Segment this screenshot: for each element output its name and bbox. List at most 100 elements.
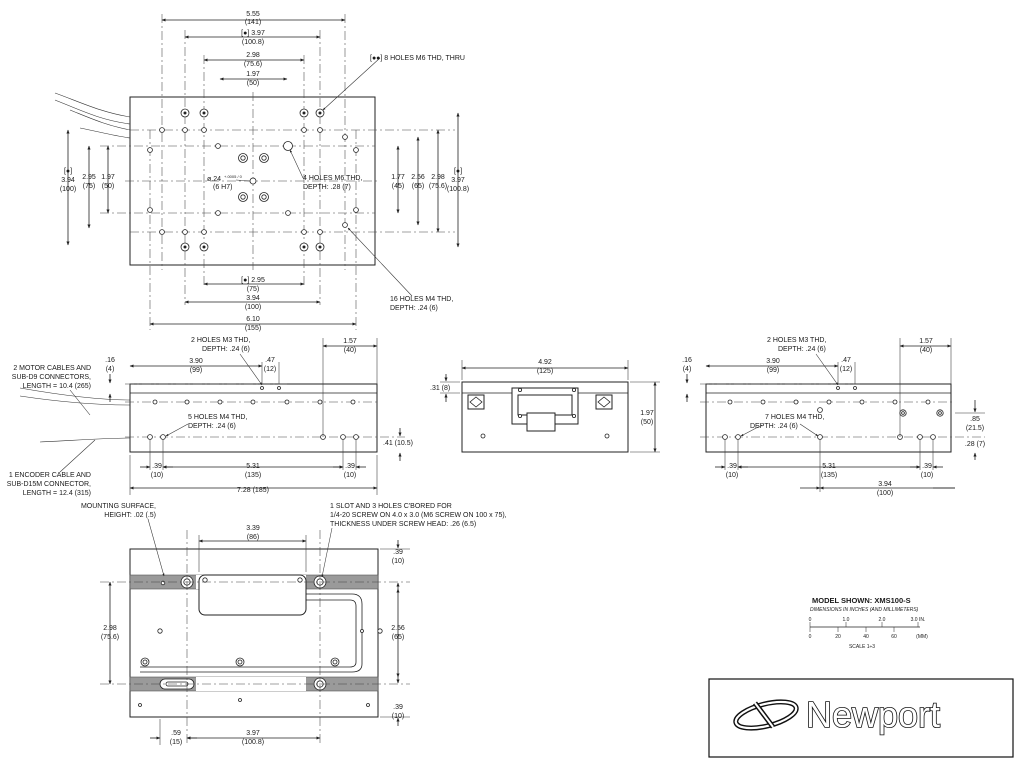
bot-339: 3.39 (246, 525, 260, 532)
side2-394-mm: (100) (877, 490, 893, 497)
dim-555: 5.55 (246, 11, 260, 18)
note-4-holes-2: DEPTH: .28 (7) (303, 184, 351, 191)
side-039a: .39 (152, 463, 162, 470)
side2-016-mm: (4) (683, 366, 692, 373)
right-397-sym: [●] (454, 168, 462, 175)
side2-390: 3.90 (766, 358, 780, 365)
side-531: 5.31 (246, 463, 260, 470)
right-298-mm: (75.6) (429, 183, 447, 190)
scale-mm-unit: (MM) (916, 634, 928, 640)
left-394-sym: [●] (64, 168, 72, 175)
end-492-mm: (125) (537, 368, 553, 375)
side2-7holes-1: 7 HOLES M4 THD, (765, 414, 824, 421)
scale-mm-40: 40 (863, 634, 869, 640)
bot-394: 3.94 (246, 295, 260, 302)
bot-256-mm: (65) (392, 634, 404, 641)
side-view-2: .16 (4) 2 HOLES M3 THD, DEPTH: .24 (6) 3… (682, 337, 985, 497)
bore-fit: (6 H7) (213, 184, 232, 191)
side2-047: .47 (841, 357, 851, 364)
dim-298: 2.98 (246, 52, 260, 59)
side-039b: .39 (345, 463, 355, 470)
scale-in-3: 3.0 IN. (911, 617, 926, 623)
note-8-holes: [●●] 8 HOLES M6 THD, THRU (370, 55, 465, 62)
scale-in-0: 0 (809, 617, 812, 623)
units-note: DIMENSIONS IN INCHES (AND MILLIMETERS) (810, 607, 919, 613)
side-157: 1.57 (343, 338, 357, 345)
left-295: 2.95 (82, 174, 96, 181)
side2-047-mm: (12) (840, 366, 852, 373)
bore-label: ø.24 (207, 176, 221, 183)
side2-531: 5.31 (822, 463, 836, 470)
dim-555-mm: (141) (245, 19, 261, 26)
right-256: 2.56 (411, 174, 425, 181)
right-298: 2.98 (431, 174, 445, 181)
bot-610-mm: (155) (245, 325, 261, 332)
side2-039a-mm: (10) (726, 472, 738, 479)
scale-in-1: 1.0 (843, 617, 850, 623)
stage-body-side-2 (705, 383, 952, 453)
end-197: 1.97 (640, 410, 654, 417)
left-394-mm: (100) (60, 186, 76, 193)
side-5holes-2: DEPTH: .24 (6) (188, 423, 236, 430)
left-394: 3.94 (61, 177, 75, 184)
end-492: 4.92 (538, 359, 552, 366)
side2-028: .28 (7) (965, 441, 985, 448)
scale-mm-20: 20 (835, 634, 841, 640)
encoder-cable-2: SUB-D15M CONNECTOR, (7, 481, 91, 488)
scale-ratio: SCALE 1÷3 (849, 644, 875, 650)
model-shown: MODEL SHOWN: XMS100-S (812, 596, 911, 605)
left-197: 1.97 (101, 174, 115, 181)
motor-cable-3: LENGTH = 10.4 (265) (23, 383, 91, 390)
end-031: .31 (8) (430, 385, 450, 392)
bot-039b: .39 (393, 704, 403, 711)
slot-note-1: 1 SLOT AND 3 HOLES C'BORED FOR (330, 503, 452, 510)
bot-339-mm: (86) (247, 534, 259, 541)
side2-016: .16 (682, 357, 692, 364)
scale-mm-0: 0 (809, 634, 812, 640)
side2-2holes-2: DEPTH: .24 (6) (778, 346, 826, 353)
side-016-mm: (4) (106, 366, 115, 373)
scale-mm-60: 60 (891, 634, 897, 640)
note-16-holes-2: DEPTH: .24 (6) (390, 305, 438, 312)
bot-298: 2.98 (103, 625, 117, 632)
side-039b-mm: (10) (344, 472, 356, 479)
title-block: Newport (708, 678, 1014, 758)
side2-039a: .39 (727, 463, 737, 470)
side-view: .16 (4) 2 HOLES M3 THD, DEPTH: .24 (6) 3… (7, 337, 413, 497)
end-view: 4.92 (125) .31 (8) 1.97 (50) (430, 359, 660, 453)
side-157-mm: (40) (344, 347, 356, 354)
mount-surface-2: HEIGHT: .02 (.5) (104, 512, 156, 519)
right-256-mm: (65) (412, 183, 424, 190)
bot-059-mm: (15) (170, 739, 182, 746)
side-047: .47 (265, 357, 275, 364)
motor-cable-2: SUB-D9 CONNECTORS, (12, 374, 91, 381)
side-039a-mm: (10) (151, 472, 163, 479)
side2-394: 3.94 (878, 481, 892, 488)
end-197-mm: (50) (641, 419, 653, 426)
center-holes (238, 141, 293, 202)
bot-295: [●] 2.95 (241, 277, 265, 284)
left-197-mm: (50) (102, 183, 114, 190)
side-2holes-2: DEPTH: .24 (6) (202, 346, 250, 353)
side2-039b: .39 (922, 463, 932, 470)
bot-397: 3.97 (246, 730, 260, 737)
side-728: 7.28 (185) (237, 487, 269, 494)
dim-197-mm: (50) (247, 80, 259, 87)
stage-body-bottom (129, 548, 379, 718)
dim-397: [●] 3.97 (241, 30, 265, 37)
side2-039b-mm: (10) (921, 472, 933, 479)
scale-legend: MODEL SHOWN: XMS100-S DIMENSIONS IN INCH… (809, 596, 929, 650)
dim-298-mm: (75.6) (244, 61, 262, 68)
side2-157: 1.57 (919, 338, 933, 345)
side-2holes-1: 2 HOLES M3 THD, (191, 337, 250, 344)
right-177: 1.77 (391, 174, 405, 181)
bot-039t: .39 (393, 549, 403, 556)
slot-note-2: 1/4-20 SCREW ON 4.0 x 3.0 (M6 SCREW ON 1… (330, 512, 507, 519)
side-390: 3.90 (189, 358, 203, 365)
side2-085: .85 (970, 416, 980, 423)
dim-197: 1.97 (246, 71, 260, 78)
encoder-cable-3: LENGTH = 12.4 (315) (23, 490, 91, 497)
bot-295-mm: (75) (247, 286, 259, 293)
mount-surface-1: MOUNTING SURFACE, (81, 503, 156, 510)
